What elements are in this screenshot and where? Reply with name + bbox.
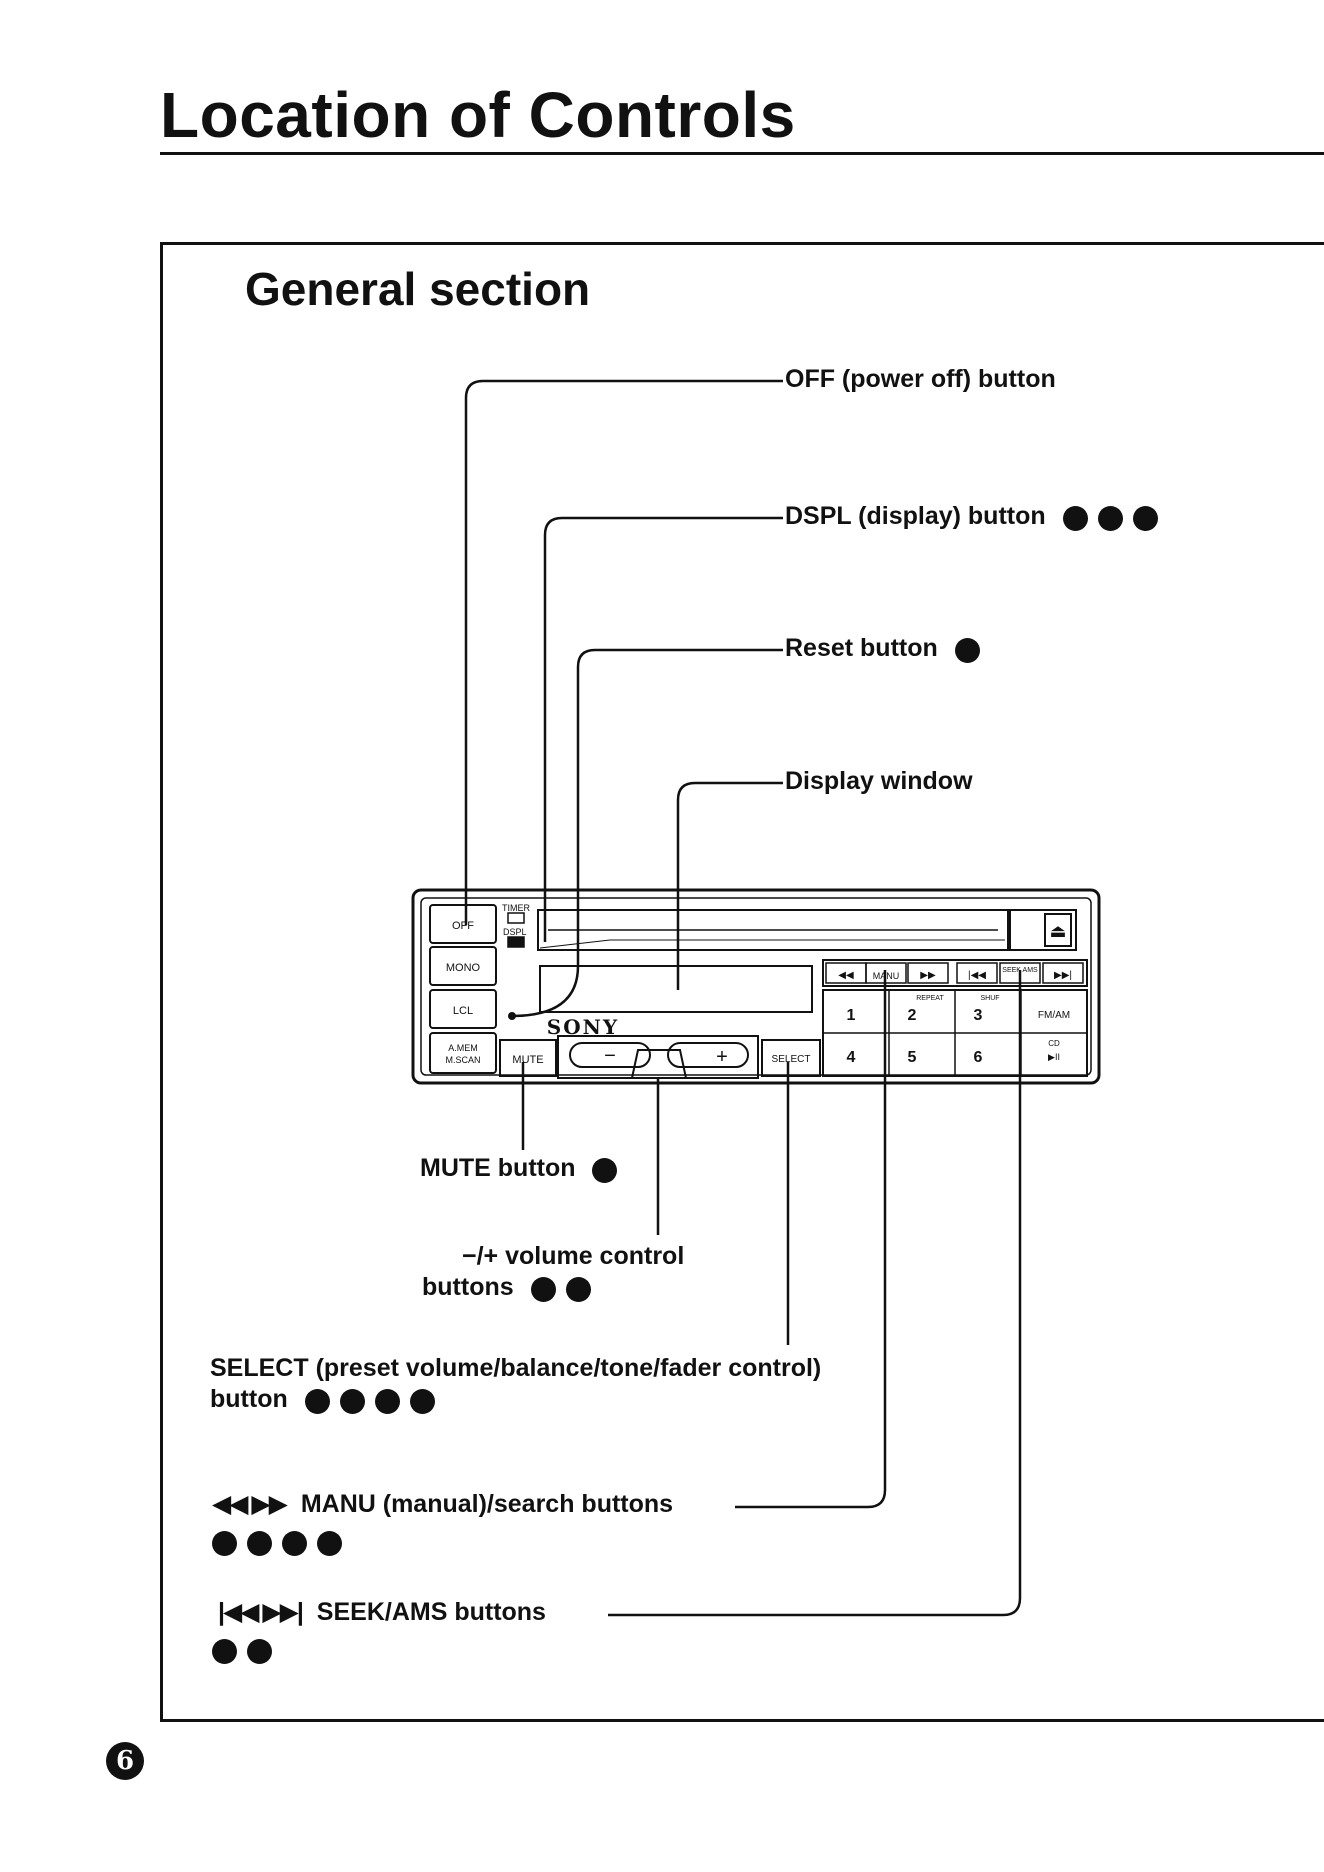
unit-label-dspl: DSPL	[503, 927, 527, 937]
callout-seek-symbols: |◀◀ ▶▶|	[218, 1598, 304, 1626]
callout-manu: ◀◀ ▶▶ MANU (manual)/search buttons	[212, 1489, 673, 1558]
leader-off	[464, 379, 783, 925]
bullet-dot	[565, 1276, 591, 1302]
callout-select-dots	[295, 1385, 435, 1416]
callout-dspl-label: DSPL (display) button	[785, 502, 1046, 530]
callout-seek-label: SEEK/AMS buttons	[316, 1598, 546, 1626]
bullet-dot	[212, 1530, 237, 1556]
callout-mute: MUTE button	[420, 1153, 618, 1185]
callout-seek: |◀◀ ▶▶| SEEK/AMS buttons	[212, 1597, 546, 1666]
leader-reset	[511, 648, 783, 1018]
unit-label-shuf: SHUF	[980, 995, 999, 1002]
bullet-dot	[247, 1530, 272, 1556]
unit-label-vol-minus: −	[604, 1045, 616, 1067]
bullet-dot	[1132, 505, 1158, 531]
callout-reset: Reset button	[785, 633, 980, 665]
unit-label-mscan: M.SCAN	[445, 1055, 480, 1065]
unit-label-cd-play: ▶II	[1048, 1052, 1060, 1062]
unit-label-brand: SONY	[547, 1015, 619, 1039]
section-title: General section	[245, 263, 591, 315]
title-rule	[160, 152, 1324, 155]
leader-dspl	[543, 516, 783, 942]
bullet-dot	[339, 1388, 365, 1414]
unit-label-seek: SEEK AMS	[1002, 967, 1038, 974]
callout-volume-line2: buttons	[422, 1273, 514, 1302]
callout-volume: −/+ volume control buttons	[422, 1241, 684, 1304]
leader-manu	[735, 970, 887, 1509]
unit-label-preset-6: 6	[974, 1049, 983, 1066]
callout-display-window-label: Display window	[785, 767, 973, 795]
callout-manu-symbols: ◀◀ ▶▶	[212, 1490, 288, 1518]
unit-label-rew: ◀◀	[838, 970, 854, 981]
callout-seek-dots	[212, 1635, 272, 1666]
unit-label-timer: TIMER	[502, 903, 530, 913]
unit-label-fm-am: FM/AM	[1038, 1010, 1070, 1021]
bullet-dot	[304, 1388, 330, 1414]
unit-label-eject: ⏏	[1049, 921, 1066, 941]
unit-label-mute: MUTE	[512, 1054, 543, 1066]
bullet-dot	[530, 1276, 556, 1302]
unit-label-next: ▶▶|	[1054, 970, 1072, 981]
page-number: 6	[106, 1742, 144, 1780]
callout-mute-dots	[582, 1154, 618, 1185]
unit-label-preset-1: 1	[847, 1007, 856, 1024]
unit-label-select: SELECT	[772, 1054, 811, 1065]
unit-label-amem: A.MEM	[448, 1043, 478, 1053]
callout-manu-dots	[212, 1527, 342, 1558]
callout-mute-label: MUTE button	[420, 1154, 576, 1182]
unit-label-ff: ▶▶	[920, 970, 936, 981]
callout-dspl: DSPL (display) button	[785, 501, 1158, 533]
unit-label-preset-4: 4	[847, 1049, 856, 1066]
unit-label-cd: CD	[1048, 1039, 1060, 1048]
unit-label-mono: MONO	[446, 962, 481, 974]
callout-off-label: OFF (power off) button	[785, 365, 1056, 393]
bullet-dot	[954, 637, 980, 663]
callout-display-window: Display window	[785, 766, 973, 797]
leader-display	[676, 781, 783, 990]
unit-label-vol-plus: +	[716, 1046, 728, 1068]
callout-reset-dots	[945, 634, 980, 665]
bullet-dot	[1097, 505, 1123, 531]
page-title: Location of Controls	[160, 79, 796, 151]
unit-label-preset-5: 5	[908, 1049, 917, 1066]
bullet-dot	[1062, 505, 1088, 531]
callout-volume-line1: −/+ volume control	[462, 1242, 685, 1270]
unit-label-lcl: LCL	[453, 1005, 473, 1017]
bullet-dot	[409, 1388, 435, 1414]
unit-label-repeat: REPEAT	[916, 995, 944, 1002]
bullet-dot	[374, 1388, 400, 1414]
bullet-dot	[592, 1157, 618, 1183]
unit-label-preset-2: 2	[908, 1007, 917, 1024]
callout-select-line1: SELECT (preset volume/balance/tone/fader…	[210, 1354, 822, 1382]
bullet-dot	[212, 1638, 237, 1664]
bullet-dot	[317, 1530, 342, 1556]
callout-off: OFF (power off) button	[785, 364, 1056, 395]
callout-select-line2: button	[210, 1385, 288, 1414]
leader-seek	[608, 970, 1022, 1617]
unit-label-preset-3: 3	[974, 1007, 983, 1024]
callout-manu-label: MANU (manual)/search buttons	[300, 1490, 674, 1518]
unit-label-off: OFF	[452, 920, 474, 932]
callout-reset-label: Reset button	[785, 634, 938, 662]
unit-label-manu: MANU	[873, 971, 900, 981]
unit-label-prev: |◀◀	[968, 970, 986, 981]
callout-volume-dots	[521, 1273, 591, 1304]
bullet-dot	[282, 1530, 307, 1556]
callout-dspl-dots	[1053, 502, 1158, 533]
section-frame	[160, 242, 1324, 1722]
head-unit	[411, 888, 1101, 1085]
bullet-dot	[247, 1638, 272, 1664]
callout-select: SELECT (preset volume/balance/tone/fader…	[210, 1353, 821, 1416]
